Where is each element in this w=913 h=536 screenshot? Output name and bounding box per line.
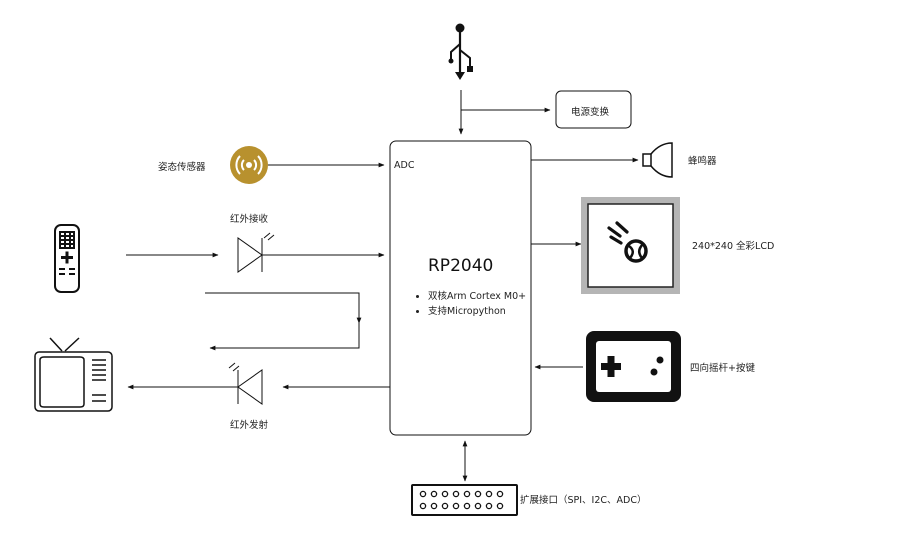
- gyro-sensor-icon: [230, 146, 268, 184]
- lcd-ball-icon: [581, 197, 680, 294]
- core-features: 双核Arm Cortex M0+ 支持Micropython: [416, 288, 526, 318]
- loopback-return-path: [209, 323, 360, 351]
- buzzer-label: 蜂鸣器: [688, 156, 717, 167]
- usb-icon: [448, 23, 473, 80]
- joystick-label: 四向摇杆+按键: [690, 363, 755, 374]
- power-label: 电源变换: [571, 107, 610, 118]
- rp2040-block: [389, 140, 532, 436]
- core-feature-item: 双核Arm Cortex M0+: [428, 288, 526, 302]
- power-block: [555, 90, 632, 129]
- core-feature-item: 支持Micropython: [428, 303, 526, 317]
- expansion-label: 扩展接口（SPI、I2C、ADC）: [520, 495, 647, 506]
- pin-header-icon: [411, 484, 518, 516]
- core-title: RP2040: [428, 256, 494, 276]
- buzzer-icon: [642, 142, 673, 178]
- ir-transmit-label: 红外发射: [230, 420, 269, 431]
- diode-icon: [228, 362, 263, 405]
- lcd-label: 240*240 全彩LCD: [692, 241, 775, 252]
- loopback-path: [205, 292, 362, 324]
- gamepad-icon: [586, 331, 681, 402]
- attitude-label: 姿态传感器: [158, 162, 206, 173]
- ir-receive-label: 红外接收: [230, 214, 269, 225]
- diode-icon: [237, 232, 275, 273]
- remote-control-icon: [54, 224, 80, 293]
- tv-icon: [34, 337, 113, 412]
- adc-label: ADC: [394, 160, 415, 171]
